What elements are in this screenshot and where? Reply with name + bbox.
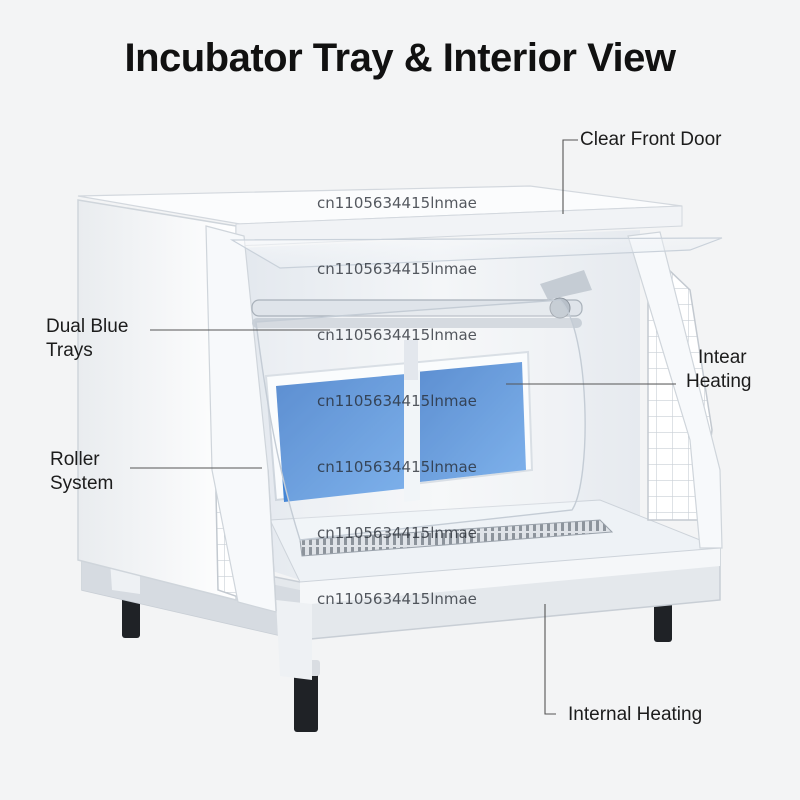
label-clear-front-door: Clear Front Door: [580, 129, 722, 150]
label-intear-heating-line2: Heating: [686, 371, 752, 392]
watermark-text: cn1105634415lnmae: [317, 392, 477, 410]
roller-system: [299, 519, 614, 557]
label-roller-system-line1: Roller: [50, 449, 100, 470]
clear-curved-panel: [255, 299, 586, 541]
watermark-text: cn1105634415lnmae: [317, 326, 477, 344]
blue-trays: [264, 340, 534, 502]
clear-front-door: [229, 237, 723, 269]
label-intear-heating: Intear Heating: [686, 346, 752, 394]
label-intear-heating-line1: Intear: [698, 347, 747, 368]
label-dual-blue-trays-line1: Dual Blue: [46, 316, 129, 337]
watermark-text: cn1105634415lnmae: [317, 260, 477, 278]
left-frame-pillar: [205, 225, 277, 613]
watermark-text: cn1105634415lnmae: [317, 194, 477, 212]
watermark-text: cn1105634415lnmae: [317, 524, 477, 542]
label-roller-system: Roller System: [50, 448, 113, 496]
watermark-text: cn1105634415lnmae: [317, 458, 477, 476]
label-internal-heating: Internal Heating: [568, 704, 703, 725]
page-title: Incubator Tray & Interior View: [124, 36, 676, 80]
label-dual-blue-trays: Dual Blue Trays: [46, 315, 128, 363]
leader-lines: [130, 139, 676, 715]
label-dual-blue-trays-line2: Trays: [46, 340, 93, 361]
watermark-text: cn1105634415lnmae: [317, 590, 477, 608]
cabinet-left-wall: [77, 199, 237, 601]
label-roller-system-line2: System: [50, 473, 114, 494]
right-frame-pillar: [627, 231, 723, 549]
